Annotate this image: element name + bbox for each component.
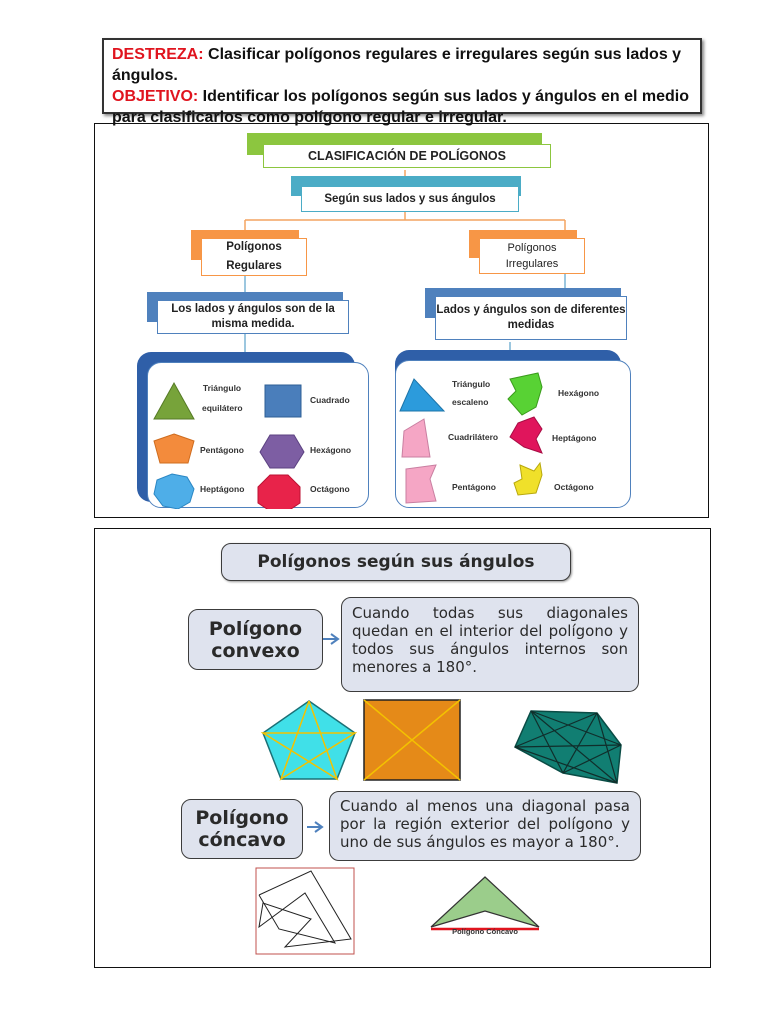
label-equilateral-triangle: Triángulo equilátero bbox=[202, 383, 243, 413]
convex-desc-box: Cuando todas sus diagonales quedan en el… bbox=[341, 597, 639, 692]
diagram-title: CLASIFICACIÓN DE POLÍGONOS bbox=[263, 144, 551, 168]
concave-triangle-diagram bbox=[430, 876, 540, 931]
convex-desc: Cuando todas sus diagonales quedan en el… bbox=[352, 604, 628, 676]
label-scalene-triangle: Triángulo escaleno bbox=[452, 379, 491, 407]
angles-title-box: Polígonos según sus ángulos bbox=[221, 543, 571, 581]
destreza-label: DESTREZA: bbox=[112, 46, 204, 63]
regular-shapes-box: Triángulo equilátero Cuadrado Pentágono … bbox=[147, 362, 369, 509]
convex-square-diagram bbox=[363, 699, 461, 781]
label-irregular-heptagon: Heptágono bbox=[552, 433, 597, 443]
label-pentagon: Pentágono bbox=[200, 445, 244, 455]
diagram-subtitle: Según sus lados y sus ángulos bbox=[301, 186, 519, 212]
concave-caption: Polígono Cóncavo bbox=[452, 927, 518, 936]
regular-hexagon-icon bbox=[259, 434, 305, 469]
objetivo-label: OBJETIVO: bbox=[112, 88, 199, 105]
angles-title: Polígonos según sus ángulos bbox=[257, 552, 535, 572]
concave-star-diagram bbox=[255, 867, 355, 955]
irregular-shapes-box: Triángulo escaleno Cuadrilátero Pentágon… bbox=[395, 360, 631, 508]
irregular-pentagon-icon bbox=[405, 464, 437, 504]
regular-heptagon-icon bbox=[153, 473, 195, 509]
connector-lines bbox=[244, 170, 566, 354]
label-octagon: Octágono bbox=[310, 484, 350, 494]
regular-title: Polígonos Regulares bbox=[201, 238, 307, 276]
concave-desc-box: Cuando al menos una diagonal pasa por la… bbox=[329, 791, 641, 861]
convex-label-box: Polígono convexo bbox=[188, 609, 323, 670]
scalene-triangle-icon bbox=[399, 378, 446, 412]
label-hexagon: Hexágono bbox=[310, 445, 352, 455]
irregular-quadrilateral-icon bbox=[401, 418, 431, 458]
concave-arrow-icon bbox=[307, 821, 324, 833]
classification-panel: CLASIFICACIÓN DE POLÍGONOS Según sus lad… bbox=[94, 123, 709, 518]
label-irregular-octagon: Octágono bbox=[554, 482, 594, 492]
label-irregular-hexagon: Hexágono bbox=[558, 388, 600, 398]
irregular-title: Polígonos Irregulares bbox=[479, 238, 585, 274]
convex-label: Polígono convexo bbox=[208, 617, 303, 662]
objetivo-text: Identificar los polígonos según sus lado… bbox=[112, 88, 689, 126]
regular-pentagon-icon bbox=[153, 433, 195, 464]
equilateral-triangle-icon bbox=[153, 381, 195, 420]
convex-pentagon-diagram bbox=[261, 700, 357, 781]
regular-octagon-icon bbox=[257, 474, 301, 509]
label-heptagon: Heptágono bbox=[200, 484, 245, 494]
convex-hexagon-diagram bbox=[514, 710, 622, 784]
label-square: Cuadrado bbox=[310, 395, 350, 405]
angles-panel: Polígonos según sus ángulos Polígono con… bbox=[94, 528, 711, 968]
irregular-heptagon-icon bbox=[509, 416, 543, 454]
square-icon bbox=[264, 384, 302, 418]
concave-label: Polígono cóncavo bbox=[195, 807, 289, 851]
regular-desc: Los lados y ángulos son de la misma medi… bbox=[157, 300, 349, 334]
objective-box: DESTREZA: Clasificar polígonos regulares… bbox=[102, 38, 702, 126]
concave-desc: Cuando al menos una diagonal pasa por la… bbox=[340, 797, 630, 851]
label-quadrilateral: Cuadrilátero bbox=[448, 432, 499, 442]
irregular-desc: Lados y ángulos son de diferentes medida… bbox=[435, 296, 627, 340]
label-irregular-pentagon: Pentágono bbox=[452, 482, 496, 492]
destreza-text: Clasificar polígonos regulares e irregul… bbox=[112, 46, 682, 84]
concave-label-box: Polígono cóncavo bbox=[181, 799, 303, 859]
convex-arrow-icon bbox=[323, 633, 340, 645]
irregular-hexagon-icon bbox=[507, 372, 543, 416]
irregular-octagon-icon bbox=[513, 461, 543, 496]
